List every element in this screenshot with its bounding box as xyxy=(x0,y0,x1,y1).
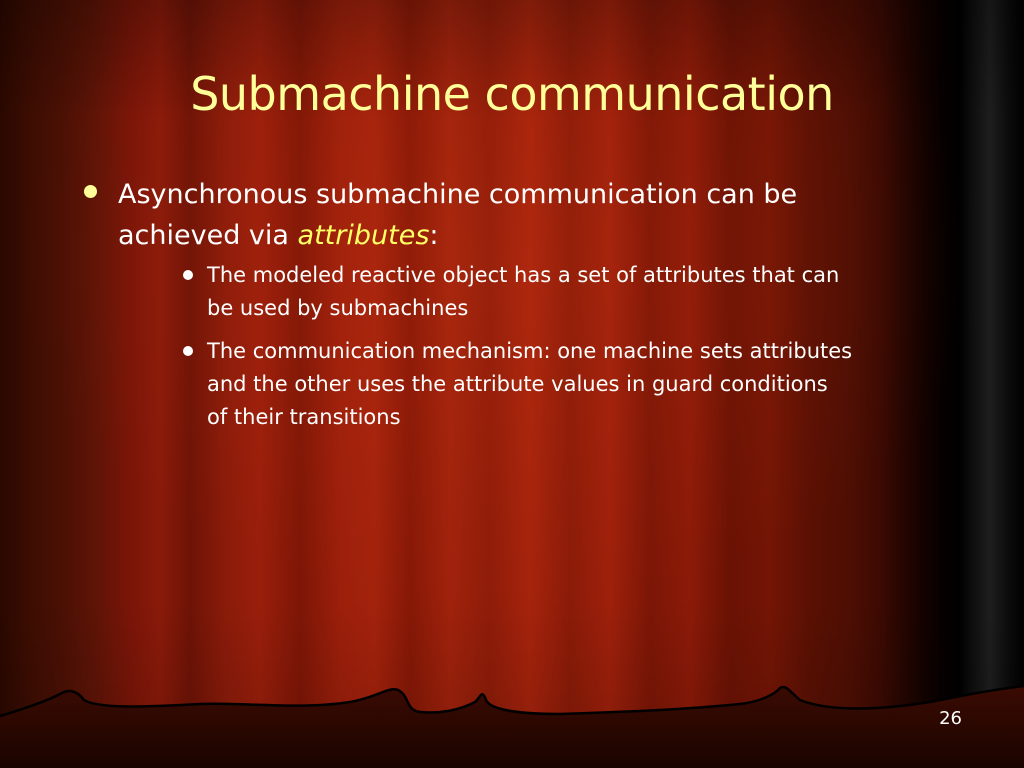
stage-floor-edge xyxy=(0,684,1024,768)
sub-bullet: The communication mechanism: one machine… xyxy=(183,335,853,434)
sub-bullet-text: The communication mechanism: one machine… xyxy=(207,339,853,429)
sub-bullet-dot-icon xyxy=(183,346,193,356)
attributes-emphasis: attributes xyxy=(297,220,430,251)
main-bullet-text-before: Asynchronous submachine communication ca… xyxy=(118,179,798,251)
bullet-dot-icon xyxy=(84,185,97,198)
sub-bullet: The modeled reactive object has a set of… xyxy=(183,259,853,325)
main-bullet-text: Asynchronous submachine communication ca… xyxy=(118,174,844,256)
main-bullet-text-after: : xyxy=(429,220,439,251)
slide-title: Submachine communication xyxy=(190,67,834,121)
page-number: 26 xyxy=(939,708,962,729)
sub-bullet-text: The modeled reactive object has a set of… xyxy=(207,263,840,320)
sub-bullet-dot-icon xyxy=(183,270,193,280)
main-bullet: Asynchronous submachine communication ca… xyxy=(84,174,844,256)
